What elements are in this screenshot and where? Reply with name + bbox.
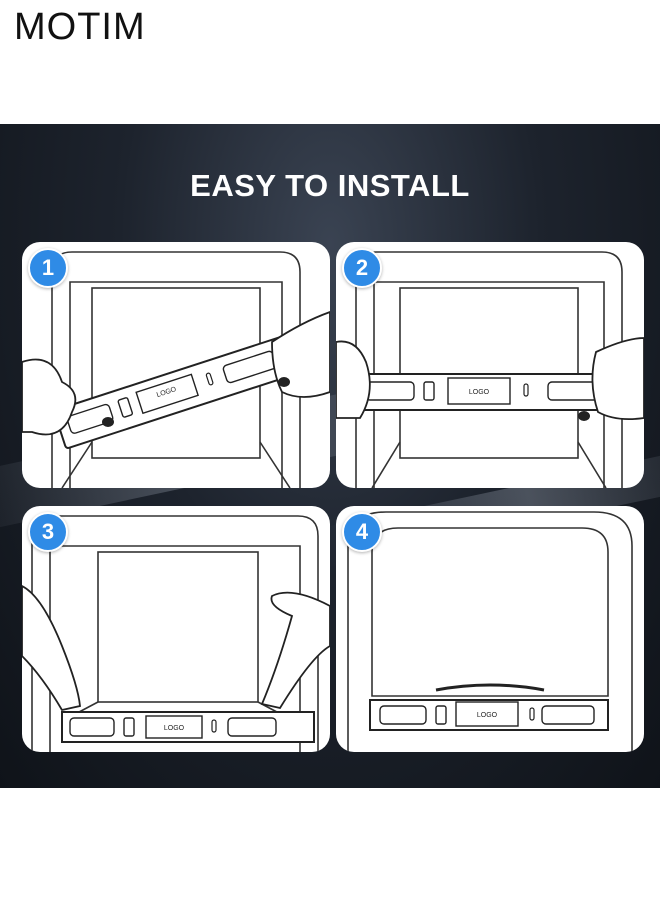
step-2-badge: 2 bbox=[342, 248, 382, 288]
step-1-illustration: LOGO bbox=[22, 251, 330, 488]
logo-label: LOGO bbox=[164, 725, 185, 732]
logo-label: LOGO bbox=[477, 712, 498, 719]
step-3-illustration: LOGO bbox=[22, 515, 330, 752]
brand-logo: MOTIM bbox=[14, 6, 146, 48]
step-2-illustration: LOGO bbox=[336, 251, 644, 488]
step-3-panel: LOGO 3 bbox=[22, 506, 330, 752]
step-2-panel: LOGO 2 bbox=[336, 242, 644, 488]
install-banner: EASY TO INSTALL LOGO bbox=[0, 124, 660, 788]
logo-label: LOGO bbox=[469, 389, 490, 396]
step-1-panel: LOGO 1 bbox=[22, 242, 330, 488]
step-4-panel: LOGO 4 bbox=[336, 506, 644, 752]
step-4-illustration: LOGO bbox=[347, 511, 633, 752]
step-4-badge: 4 bbox=[342, 512, 382, 552]
banner-headline: EASY TO INSTALL bbox=[190, 168, 470, 203]
step-1-badge: 1 bbox=[28, 248, 68, 288]
step-3-badge: 3 bbox=[28, 512, 68, 552]
